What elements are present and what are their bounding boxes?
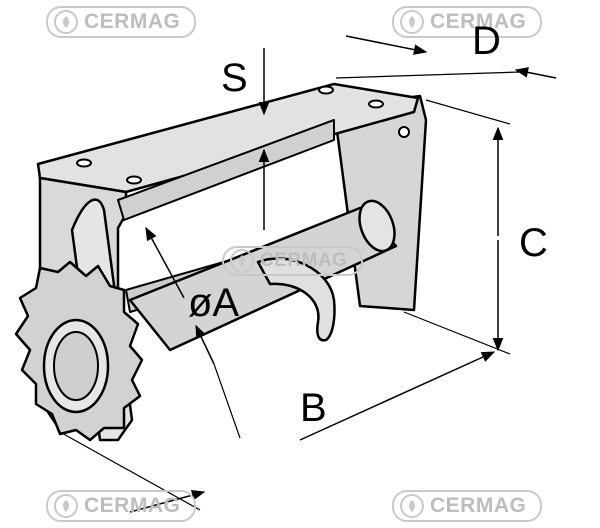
watermark-text: CERMAG	[430, 10, 527, 33]
dimension-label-b: B	[300, 386, 327, 430]
cermag-leaf-logo-icon	[230, 249, 254, 273]
dimension-label-c: C	[519, 221, 548, 265]
watermark-center: CERMAG	[222, 246, 364, 276]
watermark-top-right: CERMAG	[392, 6, 543, 38]
cermag-leaf-logo-icon	[400, 494, 424, 518]
watermark-text: CERMAG	[260, 250, 348, 271]
back-plate-hole	[398, 126, 410, 138]
upper-window-rail	[117, 119, 335, 221]
dimension-label-d: D	[472, 19, 501, 63]
cermag-leaf-logo-icon	[54, 494, 78, 518]
watermark-top-left: CERMAG	[46, 6, 197, 38]
watermark-text: CERMAG	[84, 494, 181, 517]
dimension-label-diameter-a: øA	[188, 281, 240, 325]
cermag-leaf-logo-icon	[400, 10, 424, 34]
dimension-label-s: S	[221, 56, 248, 100]
drum-end	[358, 199, 396, 253]
drum-body	[128, 206, 398, 352]
gear-hub-inner	[53, 331, 99, 401]
watermark-bottom-right: CERMAG	[392, 490, 543, 522]
watermark-bottom-left: CERMAG	[46, 490, 197, 522]
cermag-leaf-logo-icon	[54, 10, 78, 34]
cable-hook	[256, 257, 336, 342]
watermark-text: CERMAG	[430, 494, 527, 517]
watermark-text: CERMAG	[84, 10, 181, 33]
